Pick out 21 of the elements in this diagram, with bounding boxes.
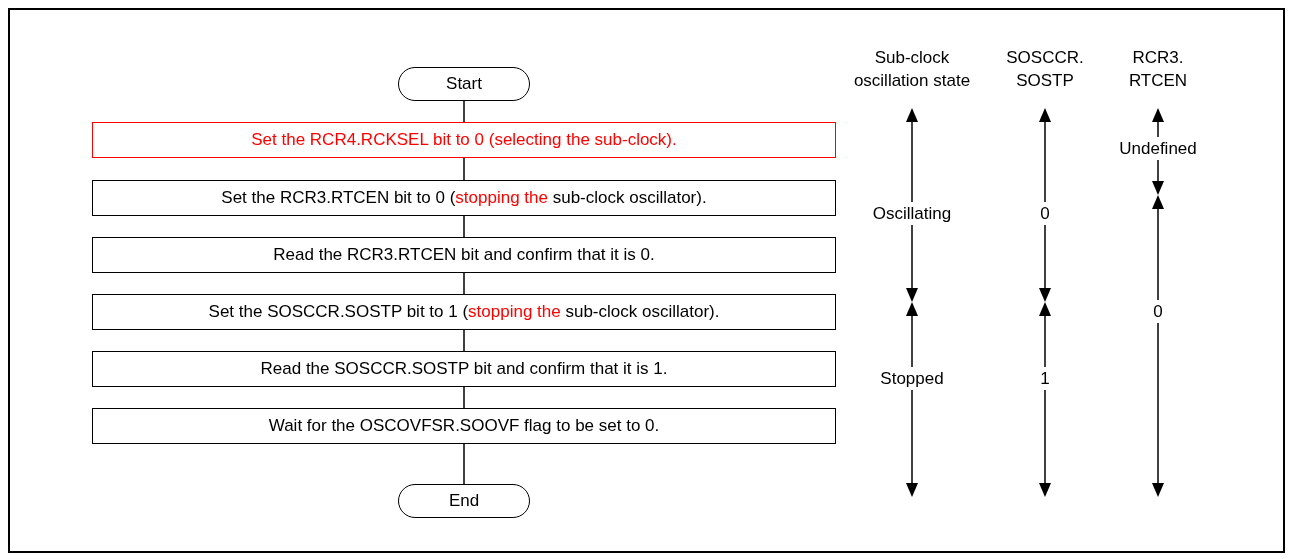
- connector-line: [463, 386, 465, 409]
- process-box: Read the RCR3.RTCEN bit and confirm that it is 0.: [92, 237, 836, 273]
- connector-line: [463, 100, 465, 123]
- terminal-shape: End: [398, 484, 530, 518]
- state-label: Stopped: [880, 367, 944, 390]
- state-label: 0: [1153, 300, 1163, 323]
- process-box: Set the RCR4.RCKSEL bit to 0 (selecting the sub-clock).: [92, 122, 836, 158]
- state-label: Undefined: [1119, 137, 1197, 160]
- terminal-shape: Start: [398, 67, 530, 101]
- state-label: 1: [1040, 367, 1050, 390]
- process-box: Wait for the OSCOVFSR.SOOVF flag to be set to 0.: [92, 408, 836, 444]
- connector-line: [463, 215, 465, 238]
- process-box: Read the SOSCCR.SOSTP bit and confirm that it is 1.: [92, 351, 836, 387]
- connector-line: [463, 157, 465, 181]
- connector-line: [463, 443, 465, 485]
- state-label: Oscillating: [872, 202, 952, 225]
- connector-line: [463, 272, 465, 295]
- state-label: 0: [1040, 202, 1050, 225]
- process-box: Set the SOSCCR.SOSTP bit to 1 (stopping the sub-clock oscillator).: [92, 294, 836, 330]
- process-box: Set the RCR3.RTCEN bit to 0 (stopping the sub-clock oscillator).: [92, 180, 836, 216]
- connector-line: [463, 329, 465, 352]
